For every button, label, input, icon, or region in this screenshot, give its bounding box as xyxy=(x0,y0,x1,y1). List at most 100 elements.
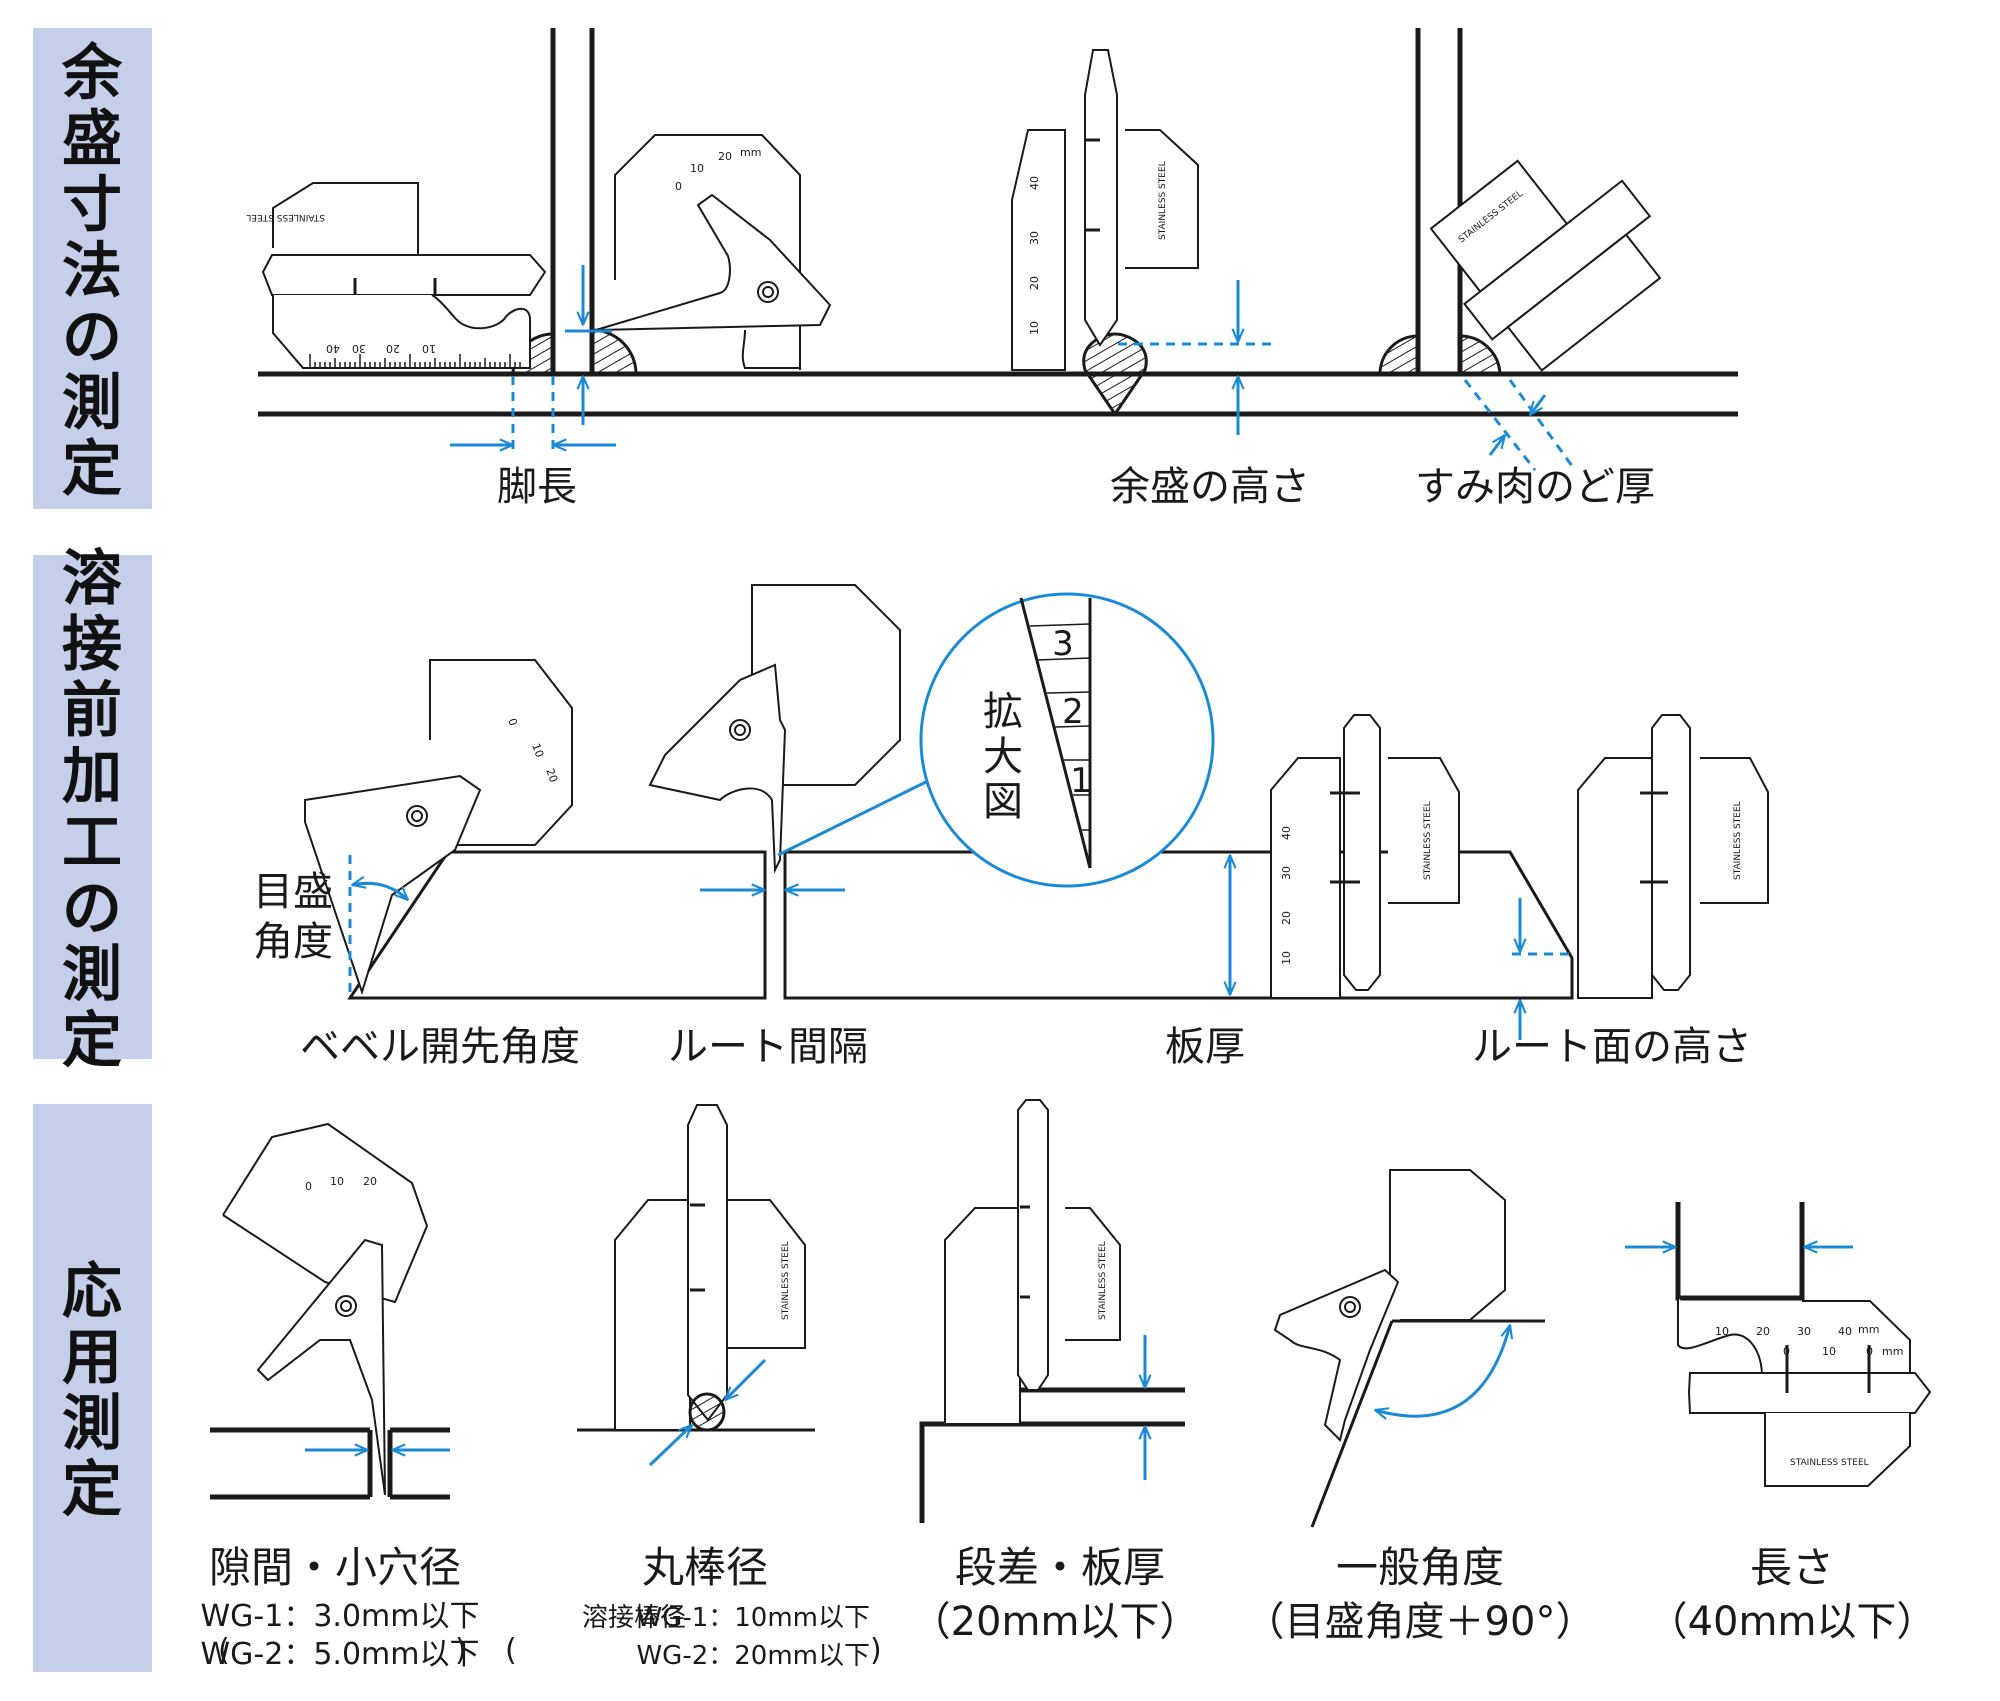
item-note-round-bar-1: WG-1：10mm以下 xyxy=(636,1603,870,1633)
gauge-material: STAINLESS STEEL xyxy=(246,212,325,222)
paren-close: ) xyxy=(455,1633,467,1668)
svg-text:10: 10 xyxy=(690,162,704,175)
section-band-2: 溶接前加工の測定 xyxy=(33,544,152,1076)
svg-text:30: 30 xyxy=(1797,1325,1811,1338)
section-2-diagram: 0 10 20 目盛 角度 3 xyxy=(253,584,1769,1070)
fillet-weld xyxy=(1458,334,1502,376)
length-measurement: 10 20 30 40 mm 0 10 0 mm STAINLESS STEEL xyxy=(1625,1202,1932,1487)
magnified-label-2: 大 xyxy=(983,734,1023,780)
section-title-char: 接 xyxy=(62,610,122,680)
item-note-general-angle: （目盛角度＋90°） xyxy=(1245,1599,1596,1645)
svg-text:20: 20 xyxy=(363,1175,377,1188)
round-bar xyxy=(688,1392,726,1432)
section-title-char: 測 xyxy=(62,1389,122,1459)
right-plate xyxy=(783,850,1574,1000)
section-title-char: 測 xyxy=(62,369,122,439)
section-title-char: 寸 xyxy=(62,171,122,241)
svg-text:0: 0 xyxy=(1783,1345,1790,1358)
tick-label: 10 xyxy=(1715,1325,1729,1338)
section-title-char: 盛 xyxy=(62,105,122,175)
gauge-material: STAINLESS STEEL xyxy=(1790,1458,1869,1468)
section-title-char: 定 xyxy=(62,435,122,505)
ruler-ticks xyxy=(309,354,525,369)
fillet-weld xyxy=(590,328,638,376)
bevel-angle-gauge: 0 10 20 xyxy=(304,659,573,996)
tick-label: 0 xyxy=(305,1180,312,1193)
label-leg-length: 脚長 xyxy=(497,464,577,510)
leg-length-dimension xyxy=(450,265,616,450)
svg-text:10: 10 xyxy=(330,1175,344,1188)
svg-text:mm: mm xyxy=(1858,1323,1879,1336)
gauge-material: STAINLESS STEEL xyxy=(1733,801,1743,880)
svg-text:10: 10 xyxy=(529,742,546,760)
label-reinforcement-height: 余盛の高さ xyxy=(1110,464,1310,510)
section-title-char: 応 xyxy=(62,1257,122,1327)
svg-text:20: 20 xyxy=(1756,1325,1770,1338)
svg-text:10: 10 xyxy=(1028,321,1041,335)
leg-length-gauge: STAINLESS STEEL 40 30 20 10 xyxy=(246,182,547,369)
section-title-char: 工 xyxy=(62,808,122,878)
magnified-tick-1: 1 xyxy=(1070,761,1092,801)
item-note-length: （40mm以下） xyxy=(1648,1599,1937,1645)
section-title-char: 法 xyxy=(62,237,122,307)
tick-label: 0 xyxy=(505,717,520,728)
section-title-1: 余盛寸法の測定 xyxy=(61,39,123,505)
svg-text:20: 20 xyxy=(1280,911,1293,925)
tick-label: 0 xyxy=(675,180,682,193)
section-title-char: 加 xyxy=(62,742,122,812)
section-title-char: 用 xyxy=(62,1323,122,1393)
item-title-round-bar: 丸棒径 xyxy=(642,1543,768,1592)
step-measurement: STAINLESS STEEL xyxy=(919,1099,1185,1523)
item-title-length: 長さ xyxy=(1750,1543,1834,1592)
section-1-diagram: STAINLESS STEEL 40 30 20 10 0 10 20 mm xyxy=(246,28,1738,510)
item-note-round-bar-2: WG-2：20mm以下 xyxy=(636,1641,870,1671)
magnified-label-1: 拡 xyxy=(983,689,1023,735)
paren-open: ( xyxy=(505,1633,517,1668)
section-band-1: 余盛寸法の測定 xyxy=(33,28,152,509)
item-note-gap-2: WG-2：5.0mm以下 xyxy=(201,1637,480,1672)
section-title-char: の xyxy=(62,874,122,944)
throat-thickness-dimension xyxy=(1463,379,1577,471)
svg-text:10: 10 xyxy=(1822,1345,1836,1358)
section-title-char: 測 xyxy=(62,940,122,1010)
label-root-gap: ルート間隔 xyxy=(668,1024,868,1070)
label-bevel-angle: ベベル開先角度 xyxy=(300,1024,580,1070)
reinforcement-gauge: STAINLESS STEEL 40 30 20 10 xyxy=(1011,49,1199,371)
paren-open: ( xyxy=(218,1633,230,1668)
svg-text:30: 30 xyxy=(1280,866,1293,880)
svg-text:40: 40 xyxy=(1838,1325,1852,1338)
paren-close: ) xyxy=(870,1633,882,1668)
label-plate-thickness: 板厚 xyxy=(1165,1024,1245,1070)
section-title-2: 溶接前加工の測定 xyxy=(62,544,122,1076)
butt-weld-bead xyxy=(1082,332,1148,417)
gauge-material: STAINLESS STEEL xyxy=(1098,1241,1108,1320)
plate-thickness-gauge: STAINLESS STEEL 40 30 20 10 xyxy=(1270,714,1460,999)
item-title-general-angle: 一般角度 xyxy=(1336,1543,1504,1592)
label-scale-angle-2: 角度 xyxy=(253,919,333,965)
general-angle-measurement xyxy=(1273,1169,1545,1528)
svg-text:10: 10 xyxy=(1280,951,1293,965)
fillet-weld xyxy=(1378,334,1420,376)
label-throat-thickness: すみ肉のど厚 xyxy=(1415,464,1655,510)
label-root-face-height: ルート面の高さ xyxy=(1472,1024,1752,1070)
root-gap-gauge xyxy=(648,584,901,874)
bevel-angle-arc xyxy=(352,883,408,900)
magnify-circle xyxy=(919,592,1215,888)
gap-measurement: 0 10 20 xyxy=(210,1122,450,1500)
magnify-leader xyxy=(777,778,931,857)
label-scale-angle-1: 目盛 xyxy=(253,869,333,915)
gauge-material: STAINLESS STEEL xyxy=(1158,161,1168,240)
section-title-char: 余 xyxy=(61,39,123,109)
svg-text:mm: mm xyxy=(1882,1345,1903,1358)
root-face-gauge: STAINLESS STEEL xyxy=(1577,714,1769,999)
section-title-char: 定 xyxy=(62,1006,122,1076)
magnified-label-3: 図 xyxy=(983,779,1023,825)
gauge-material: STAINLESS STEEL xyxy=(781,1241,791,1320)
throat-gauge: STAINLESS STEEL xyxy=(1429,159,1662,372)
item-title-step: 段差・板厚 xyxy=(955,1543,1165,1592)
round-bar-measurement: STAINLESS STEEL xyxy=(577,1104,815,1467)
section-band-3: 応用測定 xyxy=(33,1104,152,1672)
section-3-diagram: 0 10 20 STAINLESS STEEL xyxy=(201,1099,1937,1672)
item-title-gap: 隙間・小穴径 xyxy=(209,1543,461,1592)
